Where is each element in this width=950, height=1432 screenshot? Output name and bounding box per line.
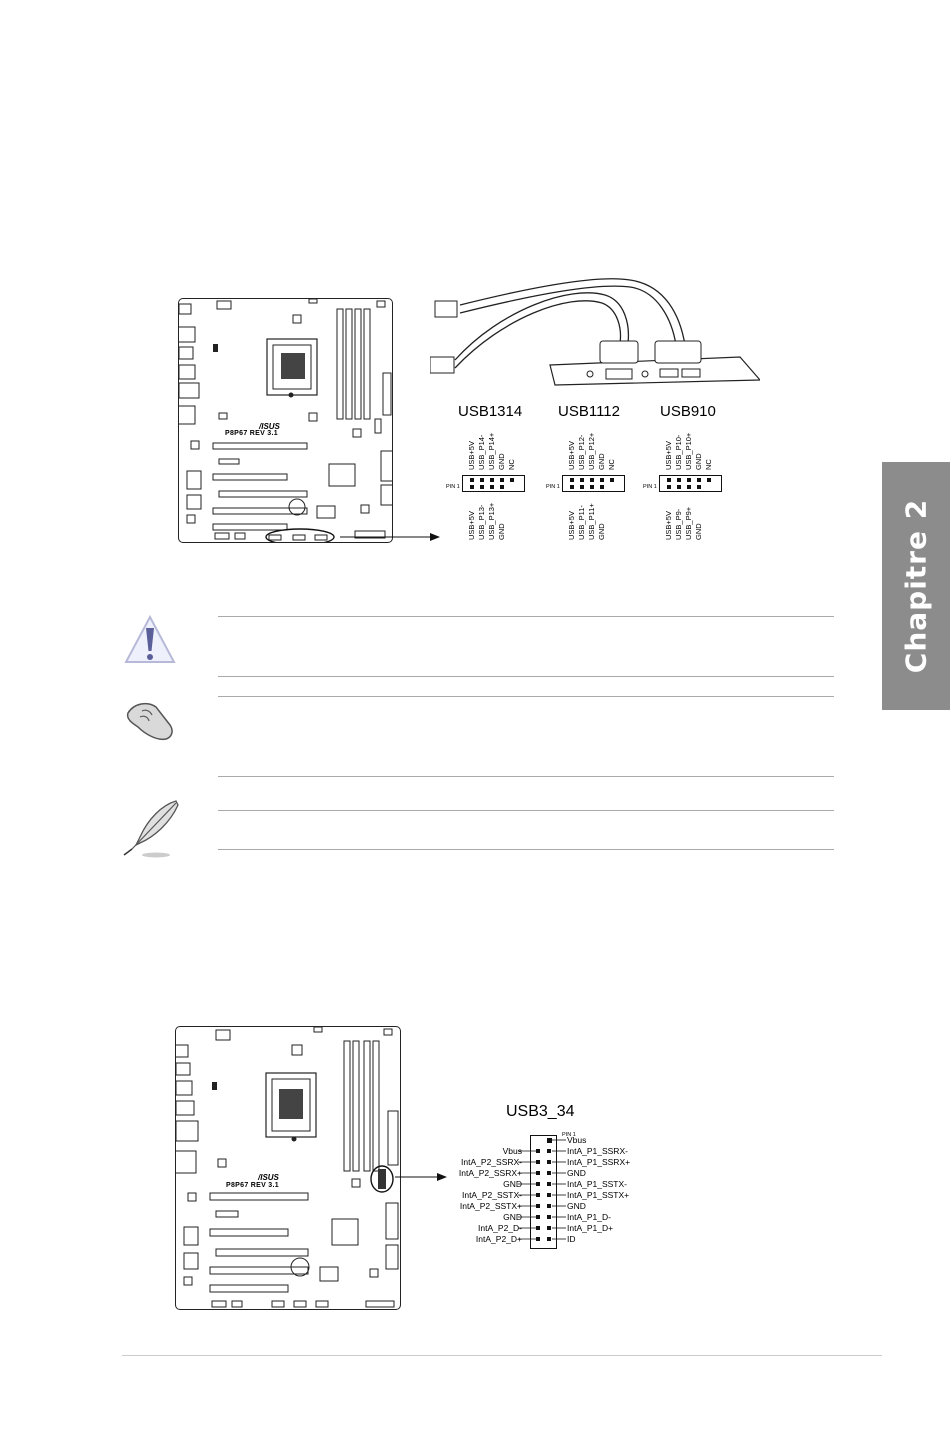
pin1-label: PIN 1	[562, 1132, 576, 1138]
pin-label: USB_P13+	[487, 502, 496, 540]
header-title: USB910	[660, 403, 716, 420]
pin-label-right: GND	[567, 1201, 586, 1211]
pin-label: USB+5V	[664, 441, 673, 470]
pin-label: GND	[597, 453, 606, 470]
divider	[218, 676, 834, 677]
divider	[218, 696, 834, 697]
motherboard-diagram-2: P8P67 REV 3.1 /ISUS	[175, 1026, 401, 1310]
board-model-label: P8P67 REV 3.1	[225, 430, 278, 437]
pin-label: USB_P14+	[487, 432, 496, 470]
pin-label-left: Vbus	[502, 1146, 522, 1156]
pin-label-right: IntA_P1_D+	[567, 1223, 614, 1233]
pin-label: USB_P11-	[577, 505, 586, 540]
pin-label: USB+5V	[467, 441, 476, 470]
pin1-label: PIN 1	[643, 484, 657, 490]
divider	[218, 810, 834, 811]
usb-bracket-cable-illustration	[430, 278, 760, 386]
pin-label: NC	[607, 459, 616, 470]
pin-label: GND	[497, 523, 506, 540]
pin-label-left: IntA_P2_SSRX-	[461, 1157, 522, 1167]
pin-label: USB+5V	[467, 511, 476, 540]
pin-label-right: IntA_P1_SSRX+	[567, 1157, 631, 1167]
motherboard-components-1	[179, 299, 392, 542]
pin-label: GND	[694, 453, 703, 470]
motherboard-components-2	[176, 1027, 399, 1308]
pointer-arrow-1	[340, 533, 440, 541]
pin-label: USB_P10-	[674, 434, 683, 470]
hand-icon	[126, 702, 173, 741]
pin-label-left: GND	[503, 1212, 522, 1222]
pin-label: USB_P10+	[684, 432, 693, 470]
pin-label: NC	[704, 459, 713, 470]
header-title: USB1112	[558, 403, 620, 420]
pin-label-right: IntA_P1_SSTX+	[567, 1190, 630, 1200]
pin-label: USB+5V	[567, 511, 576, 540]
pin-label-right: IntA_P1_D-	[567, 1212, 611, 1222]
divider	[218, 776, 834, 777]
header-pin-block	[462, 475, 525, 492]
pin-label: GND	[497, 453, 506, 470]
pin-label-left: IntA_P2_SSTX+	[459, 1201, 522, 1211]
header-pin-block	[659, 475, 722, 492]
pin-label-left: IntA_P2_SSRX+	[458, 1168, 522, 1178]
header-title: USB3_34	[506, 1103, 575, 1120]
pin-label: USB_P13-	[477, 504, 486, 540]
header-pin-block	[562, 475, 625, 492]
board-logo: /ISUS	[259, 422, 280, 431]
pin-label-left: GND	[503, 1179, 522, 1189]
footer-divider	[122, 1355, 882, 1356]
pin-label-left: IntA_P2_SSTX-	[461, 1190, 522, 1200]
pin-label: NC	[507, 459, 516, 470]
chapter-tab-label: Chapitre 2	[899, 498, 933, 674]
warning-triangle-icon	[124, 614, 176, 663]
divider	[218, 616, 834, 617]
feather-quill-icon	[123, 800, 179, 858]
pin1-label: PIN 1	[446, 484, 460, 490]
pin-label: USB_P9-	[674, 508, 683, 540]
motherboard-diagram-1: P8P67 REV 3.1 /ISUS	[178, 298, 393, 543]
pointer-arrow-2	[395, 1173, 447, 1181]
pin-label-left: IntA_P2_D-	[478, 1223, 522, 1233]
pin-label: GND	[597, 523, 606, 540]
pin-label-right: ID	[567, 1234, 576, 1244]
usb3-header-pin-block	[518, 1135, 566, 1249]
pin-label: GND	[694, 523, 703, 540]
header-title: USB1314	[458, 403, 523, 420]
pin-label-right: IntA_P1_SSRX-	[567, 1146, 628, 1156]
pin-label: USB+5V	[664, 511, 673, 540]
pin-label: USB_P12+	[587, 432, 596, 470]
pin1-label: PIN 1	[546, 484, 560, 490]
pin-label-right: IntA_P1_SSTX-	[567, 1179, 628, 1189]
board-logo: /ISUS	[258, 1173, 279, 1182]
pin-label: USB_P14-	[477, 434, 486, 470]
board-model-label: P8P67 REV 3.1	[226, 1182, 279, 1189]
pin-label: USB+5V	[567, 441, 576, 470]
chapter-tab: Chapitre 2	[882, 462, 950, 710]
pin-label-right: GND	[567, 1168, 586, 1178]
pin-label: USB_P12-	[577, 434, 586, 470]
divider	[218, 849, 834, 850]
pin-label-left: IntA_P2_D+	[475, 1234, 522, 1244]
pin-label: USB_P9+	[684, 506, 693, 540]
pin-label-right: Vbus	[567, 1135, 587, 1145]
pin-label: USB_P11+	[587, 503, 596, 540]
